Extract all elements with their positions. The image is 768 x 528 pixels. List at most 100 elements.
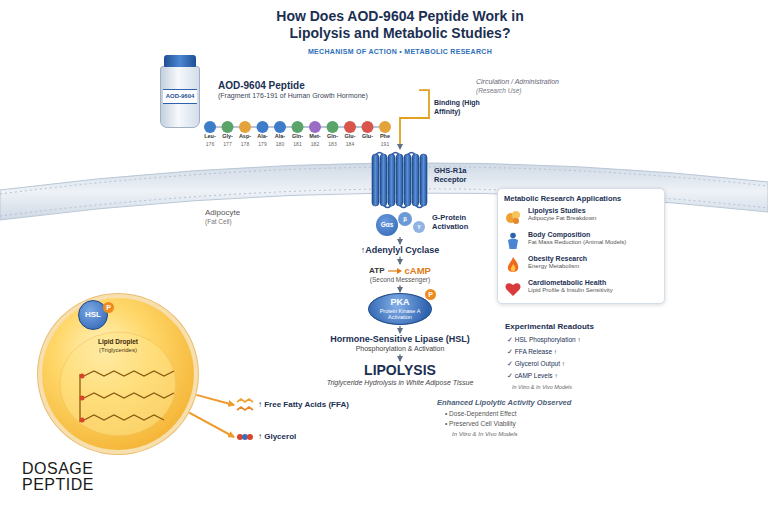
reaction-row: ATP cAMP	[350, 265, 450, 276]
residue-number: 183	[328, 141, 336, 147]
residue-label: Gln-	[327, 133, 338, 140]
enzyme-label: HSL	[85, 310, 101, 320]
item-text: Lipid Profile & Insulin Sensitivity	[528, 287, 660, 294]
enzyme-label: PKA	[390, 298, 409, 308]
protein-label: β	[398, 212, 412, 226]
step-node: Hormone-Sensitive Lipase (HSL)Phosphoryl…	[310, 334, 490, 353]
connector-arrow	[399, 285, 400, 292]
hsl-circle: HSLP	[78, 300, 108, 330]
note-label: ✓ HSL Phosphorylation ↑	[507, 336, 581, 344]
item-text: Fat Mass Reduction (Animal Models)	[528, 239, 660, 246]
step-node: ATP cAMP(Second Messenger)	[350, 265, 450, 284]
receptor-label: GHS-R1a Receptor	[434, 166, 480, 184]
residue-number: 180	[276, 141, 284, 147]
residue-number: 179	[258, 141, 266, 147]
vial-label: AOD-9604	[163, 89, 197, 104]
receptor-node: GHS-R1a Receptor	[370, 150, 430, 210]
residue-label: Phe	[380, 133, 390, 140]
adipocyte-circle: Lipid Droplet(Triglycerides) HSLP	[42, 298, 194, 450]
step-text: ↑Adenylyl Cyclase	[340, 245, 460, 256]
note-label: • Dose-Dependent Effect	[445, 410, 517, 418]
connector-arrow	[399, 354, 400, 361]
item-text: Adipocyte Fat Breakdown	[528, 215, 660, 222]
step-text: Hormone-Sensitive Lipase (HSL)	[310, 334, 490, 345]
residue-label: Glu-	[362, 133, 373, 140]
residue-number: 178	[241, 141, 249, 147]
residue-label: Gln-	[292, 133, 303, 140]
diagram-title: How Does AOD-9604 Peptide Work in Lipoly…	[250, 8, 550, 42]
step-text: (Second Messenger)	[350, 276, 450, 284]
vial-node: AOD-9604	[160, 66, 200, 128]
note-label: Enhanced Lipolytic Activity Observed	[437, 398, 571, 407]
flame-icon	[504, 256, 522, 274]
panel-title: Metabolic Research Applications	[498, 189, 664, 203]
lipolysis-node: LIPOLYSISTriglyceride Hydrolysis in Whit…	[290, 362, 510, 387]
peptide-heading: AOD-9604 Peptide(Fragment 176-191 of Hum…	[218, 80, 418, 100]
residue-number: 177	[223, 141, 231, 147]
note-label: Adipocyte	[205, 208, 240, 218]
note-label: ✓ FFA Release ↑	[507, 348, 557, 356]
connector-arrow	[399, 257, 400, 264]
step-text: cAMP	[405, 265, 431, 276]
applications-panel: Metabolic Research ApplicationsLipolysis…	[497, 188, 665, 304]
product-node: ↑ Glycerol	[236, 430, 326, 444]
note-label: (Research Use)	[476, 87, 522, 95]
application-item: Cardiometabolic HealthLipid Profile & In…	[504, 279, 660, 299]
droplet-label: (Triglycerides)	[86, 347, 150, 354]
body-icon	[504, 232, 522, 250]
note-label: Experimental Readouts	[505, 322, 594, 332]
step-text: ATP	[369, 266, 384, 276]
reaction-arrow	[388, 268, 402, 274]
note-label: • Preserved Cell Viability	[445, 420, 516, 428]
protein-label: γ	[413, 221, 425, 233]
item-text: Cardiometabolic Health	[528, 279, 660, 287]
application-item: Body CompositionFat Mass Reduction (Anim…	[504, 231, 660, 251]
fat-icon	[504, 208, 522, 226]
product-label: ↑ Glycerol	[258, 432, 296, 442]
heart-icon	[504, 280, 522, 298]
residue-number: 181	[293, 141, 301, 147]
droplet-label: Lipid Droplet	[86, 338, 150, 346]
note-label: Circulation / Administration	[476, 78, 559, 86]
peptide-chain	[204, 121, 391, 133]
residue-number: 191	[381, 141, 389, 147]
application-item: Lipolysis StudiesAdipocyte Fat Breakdown	[504, 207, 660, 227]
receptor-helices	[370, 150, 430, 210]
protein-label: G-Protein Activation	[432, 213, 488, 231]
note-label: (Fat Cell)	[205, 218, 232, 226]
residue-number: 184	[346, 141, 354, 147]
connector-arrow	[399, 326, 400, 333]
connector-arrow	[399, 237, 400, 244]
watermark: PEPTIDE	[22, 477, 94, 493]
connector-arrow	[189, 413, 234, 437]
residue-label: Glu-	[345, 133, 356, 140]
connector-arrow	[400, 90, 429, 149]
enzyme-label: P	[425, 289, 436, 300]
heading-text: AOD-9604 Peptide	[218, 80, 418, 92]
fatty-acid-icon	[236, 398, 254, 412]
enzyme-label: P	[103, 302, 114, 313]
connector-arrow	[196, 395, 234, 405]
residue-number: 176	[206, 141, 214, 147]
item-text: Body Composition	[528, 231, 660, 239]
residue-label: Asp-	[239, 133, 251, 140]
item-text: Obesity Research	[528, 255, 660, 263]
step-node: ↑Adenylyl Cyclase	[340, 245, 460, 256]
watermark: DOSAGE	[22, 461, 93, 477]
item-text: Energy Metabolism	[528, 263, 660, 270]
note-label: ✓ cAMP Levels ↑	[507, 372, 558, 380]
edge-label: Binding (High Affinity)	[434, 99, 496, 116]
step-text: Phosphorylation & Activation	[310, 345, 490, 353]
application-item: Obesity ResearchEnergy Metabolism	[504, 255, 660, 275]
residue-label: Ala-	[275, 133, 285, 140]
product-node: ↑ Free Fatty Acids (FFA)	[236, 398, 376, 412]
step-text: LIPOLYSIS	[290, 362, 510, 379]
heading-text: (Fragment 176-191 of Human Growth Hormon…	[218, 92, 418, 100]
triglyceride-art	[42, 298, 194, 450]
glycerol-icon	[236, 430, 254, 444]
note-label: In Vitro & In Vivo Models	[452, 431, 517, 438]
residue-label: Gly-	[222, 133, 233, 140]
residue-number: 182	[311, 141, 319, 147]
residue-label: Ala-	[257, 133, 267, 140]
